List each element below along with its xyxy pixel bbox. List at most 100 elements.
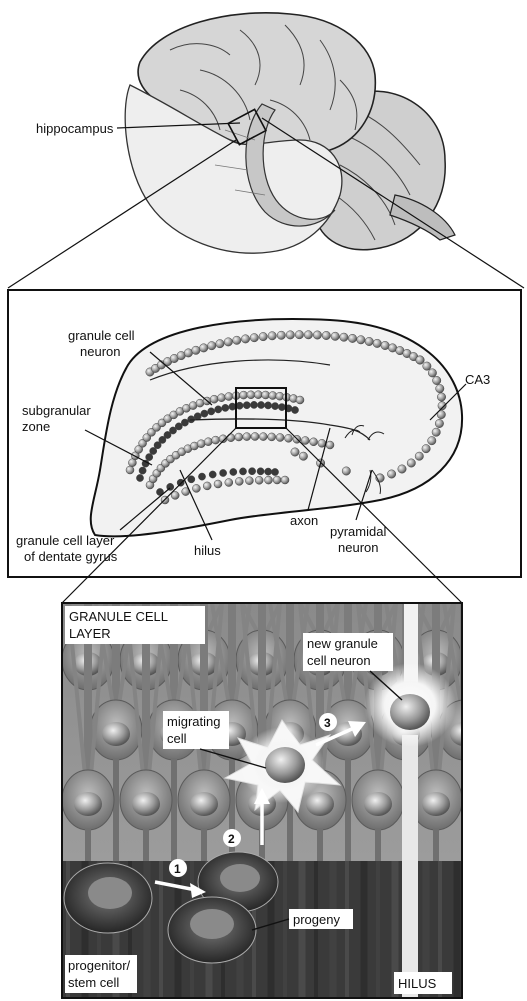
- cell-sphere: [203, 482, 211, 490]
- cell-sphere: [433, 376, 441, 384]
- cell-sphere: [331, 332, 339, 340]
- cell-sphere: [304, 331, 312, 339]
- cell-sphere: [285, 434, 293, 442]
- cell-sphere: [241, 335, 249, 343]
- dark-cell-sphere: [229, 403, 236, 410]
- cell-sphere: [268, 332, 276, 340]
- cell-sphere: [437, 393, 445, 401]
- cell-sphere: [126, 466, 134, 474]
- cell-sphere: [435, 419, 443, 427]
- dark-cell-sphere: [222, 404, 229, 411]
- step-1-number: 1: [174, 862, 181, 876]
- cell-sphere: [235, 433, 243, 441]
- cell-sphere: [214, 480, 222, 488]
- dark-cell-sphere: [188, 476, 195, 483]
- cell-sphere: [212, 436, 220, 444]
- dark-cell-sphere: [177, 479, 184, 486]
- step-2-number: 2: [228, 832, 235, 846]
- cell-sphere: [428, 369, 436, 377]
- hilus-streak: [361, 861, 368, 998]
- cell-sphere: [281, 476, 289, 484]
- cell-sphere: [224, 338, 232, 346]
- dark-cell-sphere: [136, 474, 143, 481]
- cell-sphere: [268, 433, 276, 441]
- cell-sphere: [225, 479, 233, 487]
- cell-sphere: [423, 362, 431, 370]
- dark-cell-sphere: [209, 471, 216, 478]
- dark-cell-sphere: [278, 404, 285, 411]
- dark-cell-sphere: [146, 454, 153, 461]
- cell-sphere: [422, 445, 430, 453]
- cell-sphere: [240, 391, 248, 399]
- dark-cell-sphere: [258, 401, 265, 408]
- cell-sphere: [276, 434, 284, 442]
- cell-sphere: [184, 349, 192, 357]
- cell-sphere: [233, 336, 241, 344]
- dark-cell-sphere: [230, 468, 237, 475]
- cell-sphere: [428, 437, 436, 445]
- axon-label: axon: [290, 513, 318, 528]
- progenitor-cell: [64, 863, 152, 933]
- dark-cell-sphere: [243, 402, 250, 409]
- cell-sphere: [415, 452, 423, 460]
- cell-sphere: [197, 440, 205, 448]
- cell-sphere: [218, 394, 226, 402]
- hilus-streak: [454, 861, 461, 998]
- dark-cell-sphere: [271, 468, 278, 475]
- cell-sphere: [301, 437, 309, 445]
- cell-sphere: [269, 392, 277, 400]
- dark-cell-sphere: [272, 403, 279, 410]
- cell-sphere: [259, 433, 267, 441]
- hilus-caps-label: HILUS: [398, 976, 437, 991]
- cell-sphere: [299, 452, 307, 460]
- hilus-streak: [299, 861, 306, 998]
- cell-sphere: [322, 331, 330, 339]
- cell-sphere: [295, 331, 303, 339]
- cell-sphere: [387, 470, 395, 478]
- cell-sphere: [310, 438, 318, 446]
- dark-cell-sphere: [236, 402, 243, 409]
- dark-cell-sphere: [250, 401, 257, 408]
- dark-cell-sphere: [265, 468, 272, 475]
- cell-sphere: [342, 467, 350, 475]
- hilus-streak: [330, 861, 337, 998]
- brain-illustration: hippocampus: [36, 13, 455, 253]
- dark-cell-sphere: [194, 413, 201, 420]
- cell-sphere: [208, 342, 216, 350]
- step-3-number: 3: [324, 716, 331, 730]
- cell-sphere: [204, 438, 212, 446]
- cell-sphere: [243, 433, 251, 441]
- cell-sphere: [225, 393, 233, 401]
- cell-sphere: [255, 476, 263, 484]
- dark-cell-sphere: [249, 468, 256, 475]
- cell-sphere: [250, 334, 258, 342]
- granule-cell-layer-label: granule cell layer of dentate gyrus: [16, 533, 118, 564]
- cell-sphere: [407, 459, 415, 467]
- dark-cell-sphere: [215, 406, 222, 413]
- cell-sphere: [286, 331, 294, 339]
- cell-sphere: [432, 428, 440, 436]
- hippocampus-label: hippocampus: [36, 121, 114, 136]
- cell-sphere: [200, 344, 208, 352]
- ca3-label: CA3: [465, 372, 490, 387]
- cell-sphere: [416, 356, 424, 364]
- cell-sphere: [254, 391, 262, 399]
- cell-sphere: [436, 384, 444, 392]
- cell-sphere: [216, 340, 224, 348]
- dark-cell-sphere: [239, 468, 246, 475]
- cell-sphere: [235, 477, 243, 485]
- cell-sphere: [291, 448, 299, 456]
- cell-sphere: [245, 477, 253, 485]
- cell-sphere: [326, 441, 334, 449]
- dark-cell-sphere: [201, 410, 208, 417]
- hilus-streak: [376, 861, 380, 998]
- dark-cell-sphere: [265, 402, 272, 409]
- cell-sphere: [398, 465, 406, 473]
- dark-cell-sphere: [181, 419, 188, 426]
- cell-sphere: [277, 331, 285, 339]
- cell-sphere: [348, 334, 356, 342]
- cell-sphere: [365, 337, 373, 345]
- cell-sphere: [357, 336, 365, 344]
- cell-sphere: [340, 333, 348, 341]
